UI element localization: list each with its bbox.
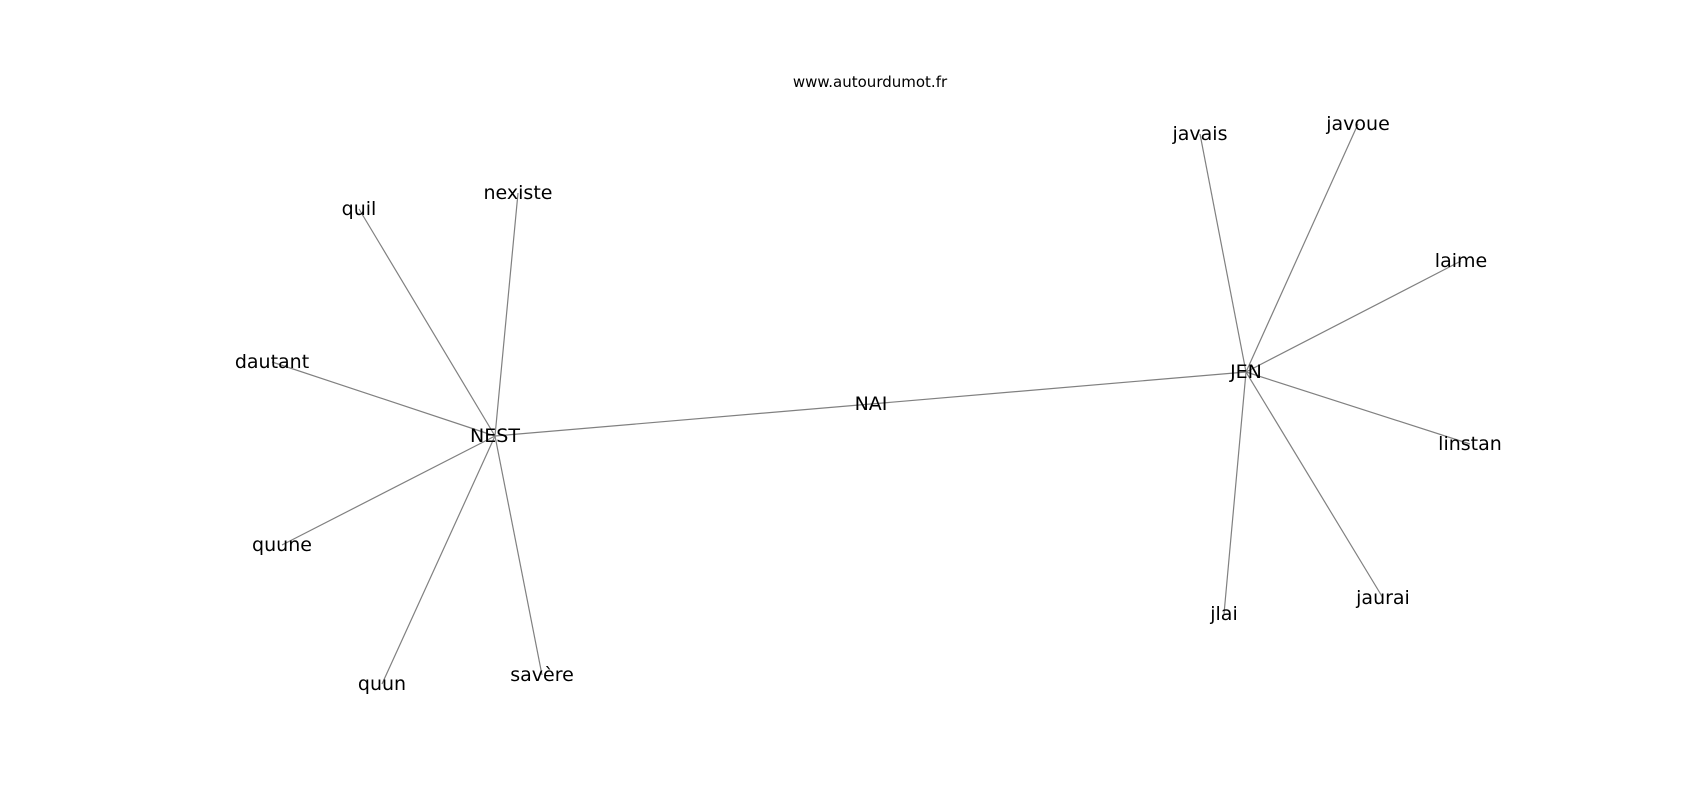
node-javoue: javoue bbox=[1325, 113, 1390, 135]
node-savere: savère bbox=[510, 664, 574, 686]
edge-jen-javoue bbox=[1245, 123, 1359, 373]
node-jaurai: jaurai bbox=[1355, 587, 1410, 609]
edge-jen-jlai bbox=[1223, 371, 1247, 615]
edge-nest-quun bbox=[381, 435, 496, 685]
edge-nest-quil bbox=[358, 208, 496, 437]
node-nest: NEST bbox=[470, 425, 520, 447]
node-nexiste: nexiste bbox=[484, 182, 553, 204]
edge-nest-quune bbox=[281, 435, 496, 546]
edge-jen-laime bbox=[1245, 260, 1462, 373]
node-quil: quil bbox=[342, 198, 377, 220]
node-jen: JEN bbox=[1229, 361, 1262, 383]
edge-nest-savere bbox=[494, 435, 543, 676]
node-javais: javais bbox=[1172, 123, 1228, 145]
edge-nest-nexiste bbox=[494, 192, 519, 437]
node-jlai: jlai bbox=[1209, 603, 1237, 625]
edge-jen-linstan bbox=[1245, 371, 1471, 445]
node-nai: NAI bbox=[855, 393, 888, 415]
node-dautant: dautant bbox=[235, 351, 309, 373]
edge-jen-javais bbox=[1199, 133, 1247, 373]
node-linstan: linstan bbox=[1438, 433, 1502, 455]
edge-nest-dautant bbox=[271, 361, 496, 437]
site-watermark: www.autourdumot.fr bbox=[793, 73, 948, 91]
edges-layer bbox=[271, 123, 1471, 685]
node-quune: quune bbox=[252, 534, 312, 556]
nodes-layer: NAI NEST JEN nexiste quil dautant quune quun sav… bbox=[235, 113, 1502, 695]
edge-jen-jaurai bbox=[1245, 371, 1384, 599]
edge-nest-jen bbox=[494, 371, 1247, 437]
node-quun: quun bbox=[358, 673, 406, 695]
node-laime: laime bbox=[1435, 250, 1487, 272]
